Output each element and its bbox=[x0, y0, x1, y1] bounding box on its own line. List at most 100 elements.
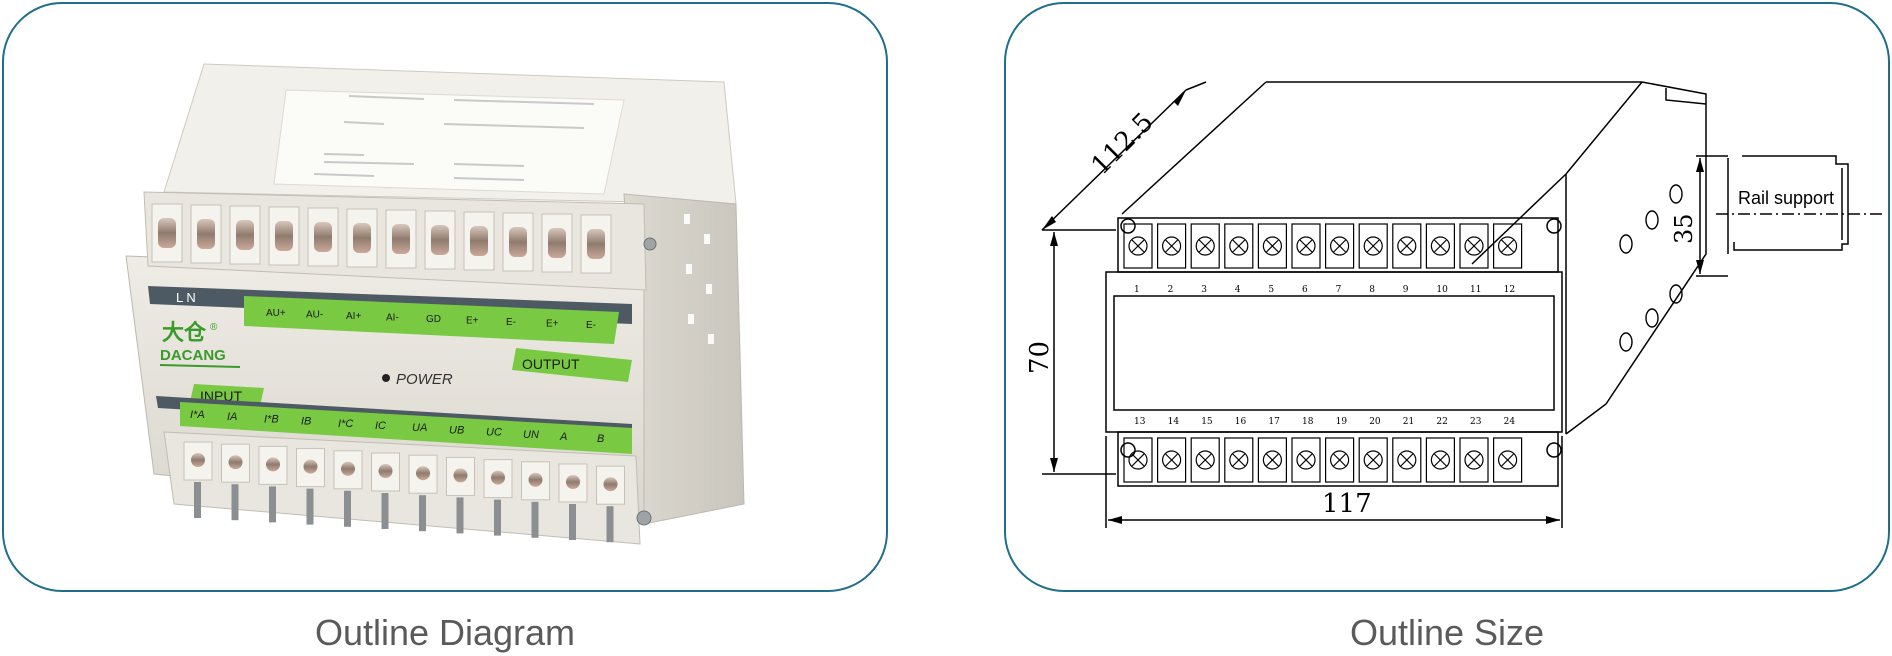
corner-screw-br bbox=[1546, 442, 1562, 458]
terminal-number: 12 bbox=[1504, 285, 1515, 295]
outline-diagram-caption: Outline Diagram bbox=[314, 612, 576, 653]
input-terminal-label: UN bbox=[523, 429, 539, 441]
corner-screw bbox=[643, 237, 657, 251]
brand-chinese: 大仓 bbox=[162, 320, 207, 346]
bottom-screw bbox=[558, 463, 588, 503]
terminal: 4 bbox=[1224, 223, 1254, 295]
top-screw bbox=[151, 203, 183, 263]
pin bbox=[531, 501, 539, 538]
terminal: 9 bbox=[1392, 223, 1422, 295]
top-screw bbox=[190, 204, 222, 264]
input-terminal-label: A bbox=[559, 431, 567, 443]
terminal-number: 7 bbox=[1336, 285, 1342, 295]
depth-dimension-line bbox=[1041, 89, 1187, 231]
terminal: 7 bbox=[1325, 223, 1355, 295]
pin bbox=[606, 506, 614, 543]
top-screw bbox=[385, 209, 417, 269]
top-terminal-strip bbox=[1117, 217, 1559, 273]
top-right-edge bbox=[1565, 81, 1643, 175]
bottom-screw bbox=[333, 450, 363, 490]
terminal: 5 bbox=[1257, 223, 1287, 295]
output-terminal-label: AI- bbox=[386, 313, 399, 324]
top-screw-row bbox=[151, 203, 612, 274]
bottom-screw bbox=[221, 443, 250, 483]
terminal: 15 bbox=[1190, 417, 1220, 483]
terminal-number: 6 bbox=[1302, 285, 1308, 295]
height-dimension: 70 bbox=[1025, 341, 1055, 374]
pin bbox=[456, 497, 464, 534]
output-tag bbox=[512, 348, 632, 382]
bottom-terminal-strip bbox=[1117, 431, 1559, 487]
right-rail-outline bbox=[1565, 81, 1707, 435]
output-terminal-label: E+ bbox=[466, 316, 479, 327]
pin bbox=[231, 484, 239, 521]
terminal-number: 4 bbox=[1235, 285, 1241, 295]
pin bbox=[569, 504, 576, 540]
rail-lip bbox=[1665, 88, 1707, 105]
output-terminal-label: E- bbox=[586, 320, 596, 331]
width-arrow-right bbox=[1546, 516, 1560, 524]
terminal: 6 bbox=[1291, 223, 1321, 295]
terminal: 14 bbox=[1157, 417, 1187, 483]
top-screw bbox=[580, 214, 612, 274]
top-screw bbox=[346, 208, 378, 268]
terminal-number: 8 bbox=[1369, 285, 1375, 295]
outline-size-caption: Outline Size bbox=[1349, 612, 1545, 653]
input-terminal-label: I*A bbox=[190, 409, 205, 421]
input-terminal-label: I*C bbox=[338, 418, 353, 430]
rail-profile-outline bbox=[1733, 155, 1849, 251]
depth-arrow-a bbox=[1042, 216, 1056, 230]
top-left-edge bbox=[1121, 81, 1267, 215]
terminal-number: 18 bbox=[1302, 417, 1314, 427]
depth-arrow-b bbox=[1174, 90, 1186, 106]
terminal-number: 20 bbox=[1369, 417, 1381, 427]
terminal: 22 bbox=[1425, 417, 1455, 483]
width-arrow-left bbox=[1108, 516, 1122, 524]
corner-screw-bl bbox=[1120, 442, 1136, 458]
bottom-pins bbox=[194, 482, 614, 543]
bottom-screw bbox=[183, 441, 213, 481]
power-strip-label: L N bbox=[176, 290, 196, 305]
terminal: 16 bbox=[1224, 417, 1254, 483]
terminal: 17 bbox=[1257, 417, 1287, 483]
depth-extension bbox=[1185, 81, 1207, 91]
output-label: OUTPUT bbox=[522, 356, 580, 372]
brand-english: DACANG bbox=[160, 347, 226, 364]
height-arrow-top bbox=[1050, 232, 1058, 246]
power-label: POWER bbox=[396, 371, 453, 388]
width-dimension: 117 bbox=[1322, 489, 1372, 519]
terminal-number: 11 bbox=[1470, 285, 1481, 295]
input-terminal-label: IA bbox=[227, 411, 237, 423]
terminal: 12 bbox=[1493, 223, 1523, 295]
bottom-screw bbox=[371, 452, 400, 492]
terminal-number: 17 bbox=[1268, 417, 1280, 427]
bottom-screw bbox=[258, 445, 288, 485]
terminal: 8 bbox=[1358, 223, 1388, 295]
input-terminal-label: I*B bbox=[264, 413, 279, 425]
terminal: 10 bbox=[1425, 223, 1455, 295]
bottom-screw bbox=[296, 448, 325, 488]
output-terminal-label: GD bbox=[426, 314, 441, 325]
rail-arrow-top bbox=[1696, 158, 1704, 172]
bottom-screw bbox=[446, 456, 475, 496]
terminal-number: 23 bbox=[1470, 417, 1482, 427]
terminal-number: 10 bbox=[1436, 285, 1448, 295]
pin bbox=[494, 499, 501, 536]
top-screw bbox=[424, 210, 456, 270]
terminal-number: 21 bbox=[1403, 417, 1414, 427]
input-terminal-label: UC bbox=[486, 427, 502, 439]
terminal: 20 bbox=[1358, 417, 1388, 483]
terminal: 19 bbox=[1325, 417, 1355, 483]
output-terminal-label: E+ bbox=[546, 319, 559, 330]
pin bbox=[344, 490, 351, 527]
terminal-number: 19 bbox=[1336, 417, 1348, 427]
output-terminal-label: AU+ bbox=[266, 308, 286, 319]
top-screw bbox=[463, 211, 495, 271]
output-terminal-strip bbox=[244, 296, 619, 344]
terminal-number: 13 bbox=[1134, 417, 1146, 427]
